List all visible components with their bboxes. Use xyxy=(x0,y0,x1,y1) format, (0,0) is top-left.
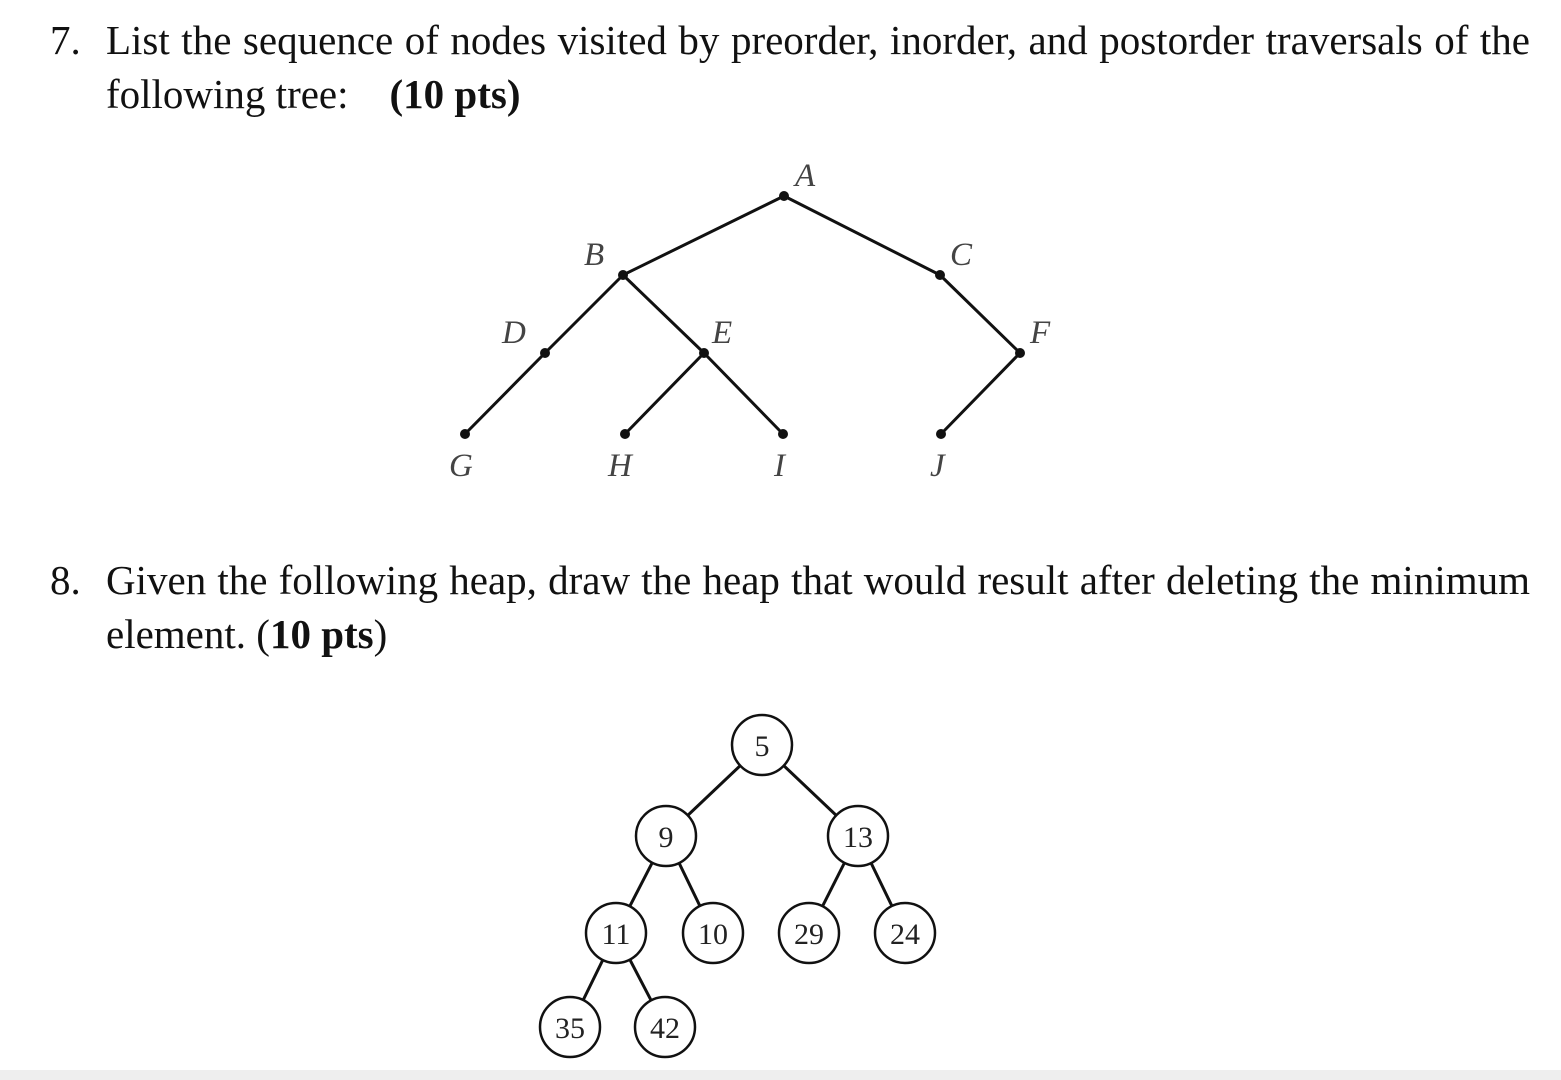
question-7-points: (10 pts) xyxy=(389,71,521,117)
tree-label-i: I xyxy=(773,448,787,484)
binary-tree: A B C D E F G H I J xyxy=(449,158,1051,484)
tree-node-g xyxy=(460,429,470,439)
tree-node-h xyxy=(620,429,630,439)
edge-e-h xyxy=(623,351,706,436)
question-8-prompt: Given the following heap, draw the heap … xyxy=(106,557,1530,657)
question-8-number: 8. xyxy=(50,557,81,603)
heap-node-11-label: 11 xyxy=(602,918,631,951)
edge-a-c xyxy=(783,194,941,277)
edge-c-f xyxy=(938,273,1022,355)
heap-node-35: 35 xyxy=(538,995,602,1059)
tree-label-g: G xyxy=(449,448,473,484)
heap-node-29-label: 29 xyxy=(794,918,824,951)
heap-node-10: 10 xyxy=(681,901,745,965)
heap-node-42-label: 42 xyxy=(650,1012,680,1045)
question-7: 7. List the sequence of nodes visited by… xyxy=(50,13,1530,121)
question-8-points-open: ( xyxy=(256,611,270,657)
min-heap: 5 9 13 11 10 29 24 35 xyxy=(538,713,937,1059)
question-7-prompt: List the sequence of nodes visited by pr… xyxy=(106,17,1530,117)
heap-node-10-label: 10 xyxy=(698,918,728,951)
question-8-points: 10 pts xyxy=(269,611,374,657)
heap-node-35-label: 35 xyxy=(555,1012,585,1045)
edge-b-d xyxy=(543,273,625,355)
question-8-points-close: ) xyxy=(373,611,388,657)
heap-node-11: 11 xyxy=(584,901,648,965)
edge-f-j xyxy=(939,351,1022,436)
tree-label-d: D xyxy=(501,315,526,351)
heap-node-42: 42 xyxy=(633,995,697,1059)
heap-node-13-label: 13 xyxy=(843,821,873,854)
tree-node-a xyxy=(779,191,789,201)
tree-label-a: A xyxy=(793,158,816,194)
question-7-number: 7. xyxy=(50,17,81,63)
heap-node-24: 24 xyxy=(873,901,937,965)
tree-node-b xyxy=(618,270,628,280)
edge-d-g xyxy=(463,351,547,436)
tree-node-d xyxy=(540,348,550,358)
question-8-text: Given the following heap, draw the heap … xyxy=(106,553,1530,661)
edge-b-e xyxy=(621,273,706,355)
tree-label-f: F xyxy=(1029,315,1051,351)
heap-node-13: 13 xyxy=(826,804,890,868)
bottom-strip xyxy=(0,1070,1561,1080)
tree-node-j xyxy=(936,429,946,439)
edge-a-b xyxy=(622,194,785,277)
tree-label-j: J xyxy=(930,448,946,484)
heap-node-5: 5 xyxy=(730,713,794,777)
heap-node-29: 29 xyxy=(777,901,841,965)
question-7-text: List the sequence of nodes visited by pr… xyxy=(106,13,1530,121)
tree-node-i xyxy=(778,429,788,439)
tree-node-c xyxy=(935,270,945,280)
tree-node-e xyxy=(699,348,709,358)
tree-label-e: E xyxy=(711,315,732,351)
edge-e-i xyxy=(702,351,785,436)
tree-label-h: H xyxy=(607,448,634,484)
heap-node-5-label: 5 xyxy=(755,730,770,763)
tree-node-f xyxy=(1015,348,1025,358)
heap-node-24-label: 24 xyxy=(890,918,920,951)
question-8: 8. Given the following heap, draw the he… xyxy=(50,553,1530,661)
tree-label-c: C xyxy=(950,237,973,273)
tree-label-b: B xyxy=(584,237,604,273)
heap-node-9: 9 xyxy=(634,804,698,868)
heap-node-9-label: 9 xyxy=(659,821,674,854)
